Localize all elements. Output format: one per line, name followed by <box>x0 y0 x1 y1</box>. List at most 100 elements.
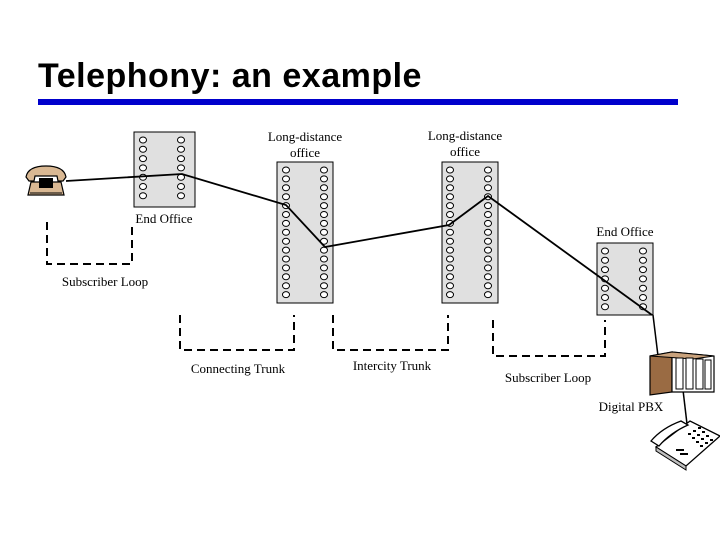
connection-path <box>65 173 653 316</box>
switch-port <box>282 282 290 290</box>
switch-port <box>484 291 492 299</box>
end-office-left-switch <box>133 131 196 208</box>
switch-port <box>639 275 647 283</box>
switch-port <box>320 175 328 183</box>
switch-port <box>320 211 328 218</box>
long-distance-office-1-label-line2: office <box>290 145 320 160</box>
desk-phone-link-line <box>682 389 688 425</box>
switch-port <box>446 237 454 245</box>
switch-port <box>320 264 328 272</box>
switch-port <box>139 136 147 144</box>
switch-port <box>446 255 454 263</box>
switch-port <box>282 264 290 272</box>
intercity-trunk-bracket <box>332 315 449 351</box>
switch-port <box>484 273 492 281</box>
switch-port <box>282 246 290 254</box>
subscriber-loop-left-bracket <box>46 222 133 265</box>
page-title: Telephony: an example <box>38 57 422 95</box>
switch-port <box>282 211 290 218</box>
switch-port <box>139 183 147 190</box>
switch-port <box>139 155 147 163</box>
connecting-trunk-bracket <box>179 315 295 351</box>
switch-port <box>639 256 647 264</box>
switch-port <box>320 282 328 290</box>
switch-port <box>639 266 647 274</box>
switch-port <box>446 291 454 299</box>
switch-port <box>320 193 328 201</box>
end-office-right-switch <box>596 242 654 316</box>
switch-port <box>320 184 328 192</box>
switch-port <box>139 145 147 153</box>
switch-port <box>446 264 454 272</box>
end-office-left-label: End Office <box>135 211 192 226</box>
switch-port <box>177 164 185 172</box>
long-distance-office-2-label-line1: Long-distance <box>428 128 503 143</box>
end-office-right-label: End Office <box>596 224 653 239</box>
switch-port <box>282 255 290 263</box>
switch-port <box>282 175 290 183</box>
switch-port <box>484 202 492 210</box>
switch-port <box>282 166 290 174</box>
long-distance-office-2-switch <box>441 161 499 304</box>
intercity-trunk-label: Intercity Trunk <box>353 358 432 373</box>
switch-port <box>601 303 609 311</box>
switch-port <box>601 294 609 301</box>
switch-port <box>484 166 492 174</box>
switch-port <box>601 284 609 292</box>
switch-port <box>177 192 185 200</box>
long-distance-office-2-label-line2: office <box>450 144 480 159</box>
desk-phone-icon <box>650 420 720 471</box>
title-underline <box>38 99 678 105</box>
long-distance-office-1-label-line1: Long-distance <box>268 129 343 144</box>
switch-port <box>282 193 290 201</box>
switch-port <box>282 184 290 192</box>
switch-port <box>446 211 454 218</box>
switch-port <box>601 266 609 274</box>
switch-port <box>177 145 185 153</box>
switch-port <box>446 246 454 254</box>
switch-port <box>446 184 454 192</box>
switch-port <box>177 183 185 190</box>
switch-port <box>484 184 492 192</box>
switch-port <box>177 155 185 163</box>
switch-port <box>446 193 454 201</box>
switch-port <box>601 247 609 255</box>
switch-port <box>639 247 647 255</box>
switch-port <box>639 294 647 301</box>
switch-port <box>320 255 328 263</box>
switch-port <box>320 246 328 254</box>
connecting-trunk-label: Connecting Trunk <box>191 361 286 376</box>
switch-port <box>484 237 492 245</box>
switch-port <box>139 164 147 172</box>
switch-port <box>320 219 328 227</box>
switch-port <box>320 202 328 210</box>
switch-port <box>177 136 185 144</box>
switch-port <box>601 256 609 264</box>
switch-port <box>446 228 454 236</box>
pbx-cabinet-icon <box>649 351 715 396</box>
switch-port <box>139 192 147 200</box>
subscriber-loop-left-label: Subscriber Loop <box>62 274 148 289</box>
switch-port <box>320 166 328 174</box>
long-distance-office-1-switch <box>276 161 334 304</box>
switch-port <box>484 228 492 236</box>
switch-port <box>484 219 492 227</box>
switch-port <box>446 273 454 281</box>
switch-port <box>282 219 290 227</box>
switch-port <box>282 228 290 236</box>
switch-port <box>484 246 492 254</box>
switch-port <box>320 291 328 299</box>
switch-port <box>484 255 492 263</box>
switch-port <box>320 273 328 281</box>
switch-port <box>484 282 492 290</box>
digital-pbx-label: Digital PBX <box>599 399 664 414</box>
telephone-icon <box>25 165 67 196</box>
subscriber-loop-right-label: Subscriber Loop <box>505 370 591 385</box>
subscriber-loop-right-bracket <box>492 320 606 357</box>
switch-port <box>446 166 454 174</box>
switch-port <box>446 202 454 210</box>
switch-port <box>484 211 492 218</box>
switch-port <box>320 228 328 236</box>
switch-port <box>484 175 492 183</box>
